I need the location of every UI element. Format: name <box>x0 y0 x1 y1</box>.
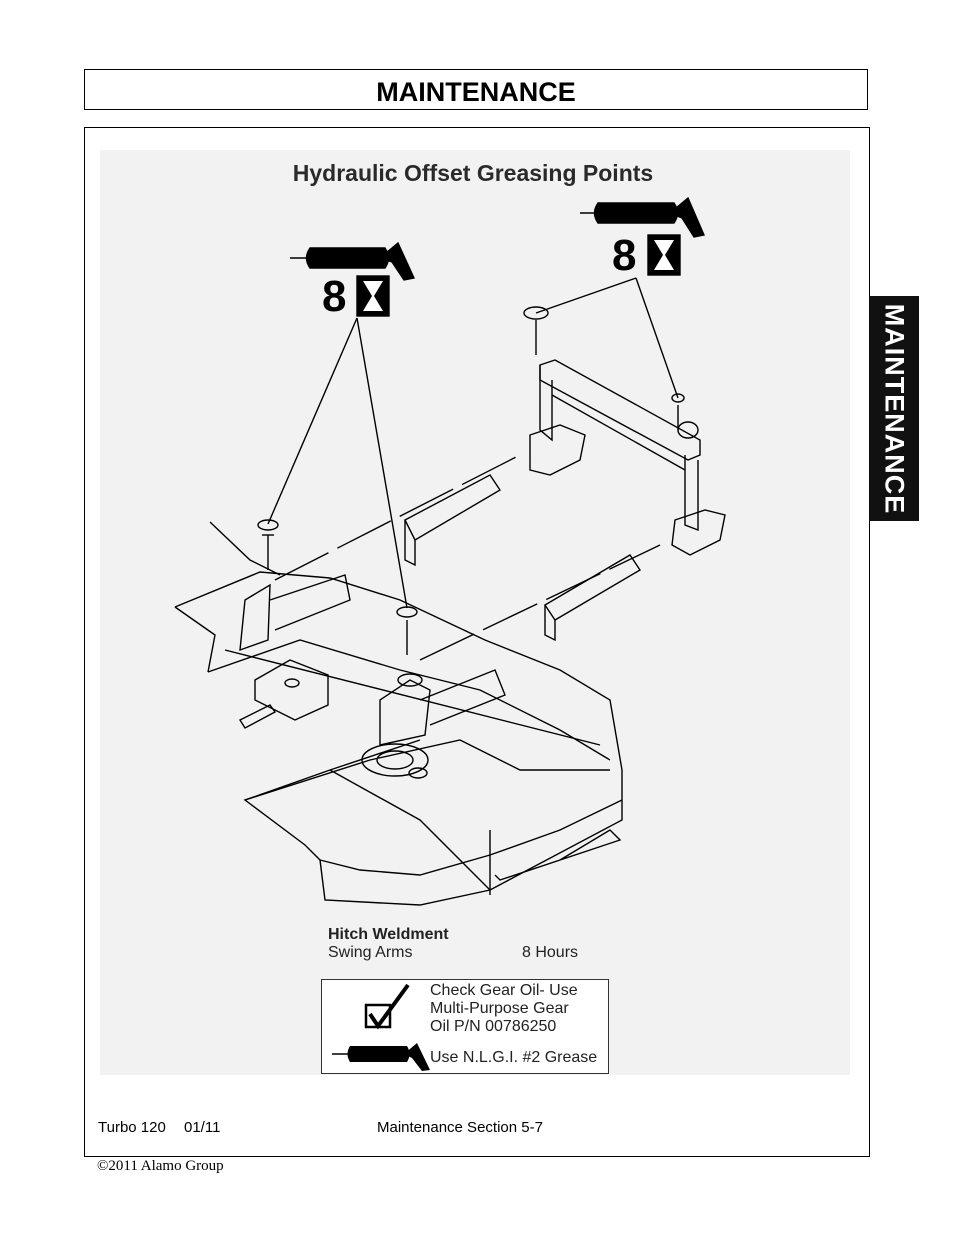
figure-area <box>100 150 850 1075</box>
footer-model: Turbo 120 <box>98 1119 166 1136</box>
figure-title: Hydraulic Offset Greasing Points <box>292 160 654 186</box>
copyright: ©2011 Alamo Group <box>97 1158 224 1174</box>
page-title: MAINTENANCE <box>376 77 576 107</box>
interval-number-right: 8 <box>612 231 637 280</box>
grease-gun-icon-left <box>290 241 416 281</box>
grease-gun-icon-right <box>580 196 705 238</box>
footer-date: 01/11 <box>184 1119 221 1136</box>
section-side-tab: MAINTENANCE <box>869 296 919 521</box>
grease-gun-icon-legend <box>332 1043 430 1071</box>
legend-check-line3: Oil P/N 00786250 <box>430 1018 557 1035</box>
content-frame <box>84 127 870 1157</box>
interval-number-left: 8 <box>322 272 347 321</box>
caption-title: Hitch Weldment <box>328 926 449 943</box>
checkbox-icon <box>364 983 410 1030</box>
caption-item: Swing Arms <box>328 944 413 961</box>
legend-grease: Use N.L.G.I. #2 Grease <box>430 1049 598 1066</box>
legend-icons <box>332 983 430 1071</box>
footer-section: Maintenance Section 5-7 <box>377 1119 543 1136</box>
caption-interval: 8 Hours <box>522 944 579 961</box>
legend-check-line2: Multi-Purpose Gear <box>430 1000 569 1017</box>
hourglass-icon-right <box>647 234 681 276</box>
legend-box: Check Gear Oil- Use Multi-Purpose Gear O… <box>321 979 609 1074</box>
header-box: MAINTENANCE <box>84 69 868 110</box>
hourglass-icon-left <box>356 275 390 317</box>
legend-check-line1: Check Gear Oil- Use <box>430 982 578 999</box>
